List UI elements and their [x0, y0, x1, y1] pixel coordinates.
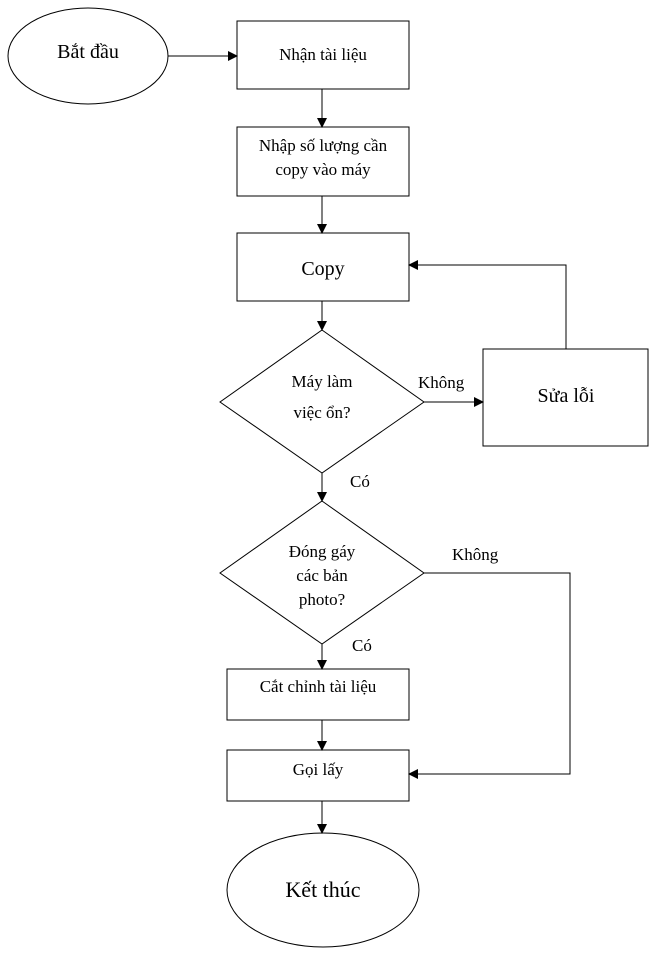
- copy-box: [236, 232, 410, 302]
- binding-label-1: Đóng gáy: [289, 542, 356, 561]
- machine-ok-decision: [219, 329, 425, 474]
- fix-error-label: Sửa lỗi: [538, 385, 595, 407]
- start-label: Bắt đầu: [57, 41, 119, 63]
- enter-quantity-label-1: Nhập số lượng cần: [259, 136, 388, 155]
- trim-docs-label: Cắt chỉnh tài liệu: [260, 677, 377, 696]
- enter-quantity-label-2: copy vào máy: [275, 160, 371, 179]
- edge-label-machine-yes: Có: [350, 472, 370, 491]
- binding-label-3: photo?: [299, 590, 345, 609]
- edge-label-machine-no: Không: [418, 373, 465, 392]
- arrow-binding-no-to-call: [408, 572, 571, 779]
- binding-label-2: các bản: [296, 566, 348, 585]
- receive-docs-box: [236, 20, 410, 90]
- receive-docs-label: Nhận tài liệu: [279, 45, 367, 64]
- arrow-fix-to-copy: [408, 260, 567, 349]
- end-label: Kết thúc: [285, 877, 360, 902]
- edge-label-binding-no: Không: [452, 545, 499, 564]
- machine-ok-label-2: việc ổn?: [293, 403, 350, 422]
- call-pickup-label: Gọi lấy: [293, 760, 344, 779]
- machine-ok-label-1: Máy làm: [292, 372, 353, 391]
- copy-label: Copy: [301, 258, 344, 280]
- fix-error-box: [482, 348, 649, 447]
- edge-label-binding-yes: Có: [352, 636, 372, 655]
